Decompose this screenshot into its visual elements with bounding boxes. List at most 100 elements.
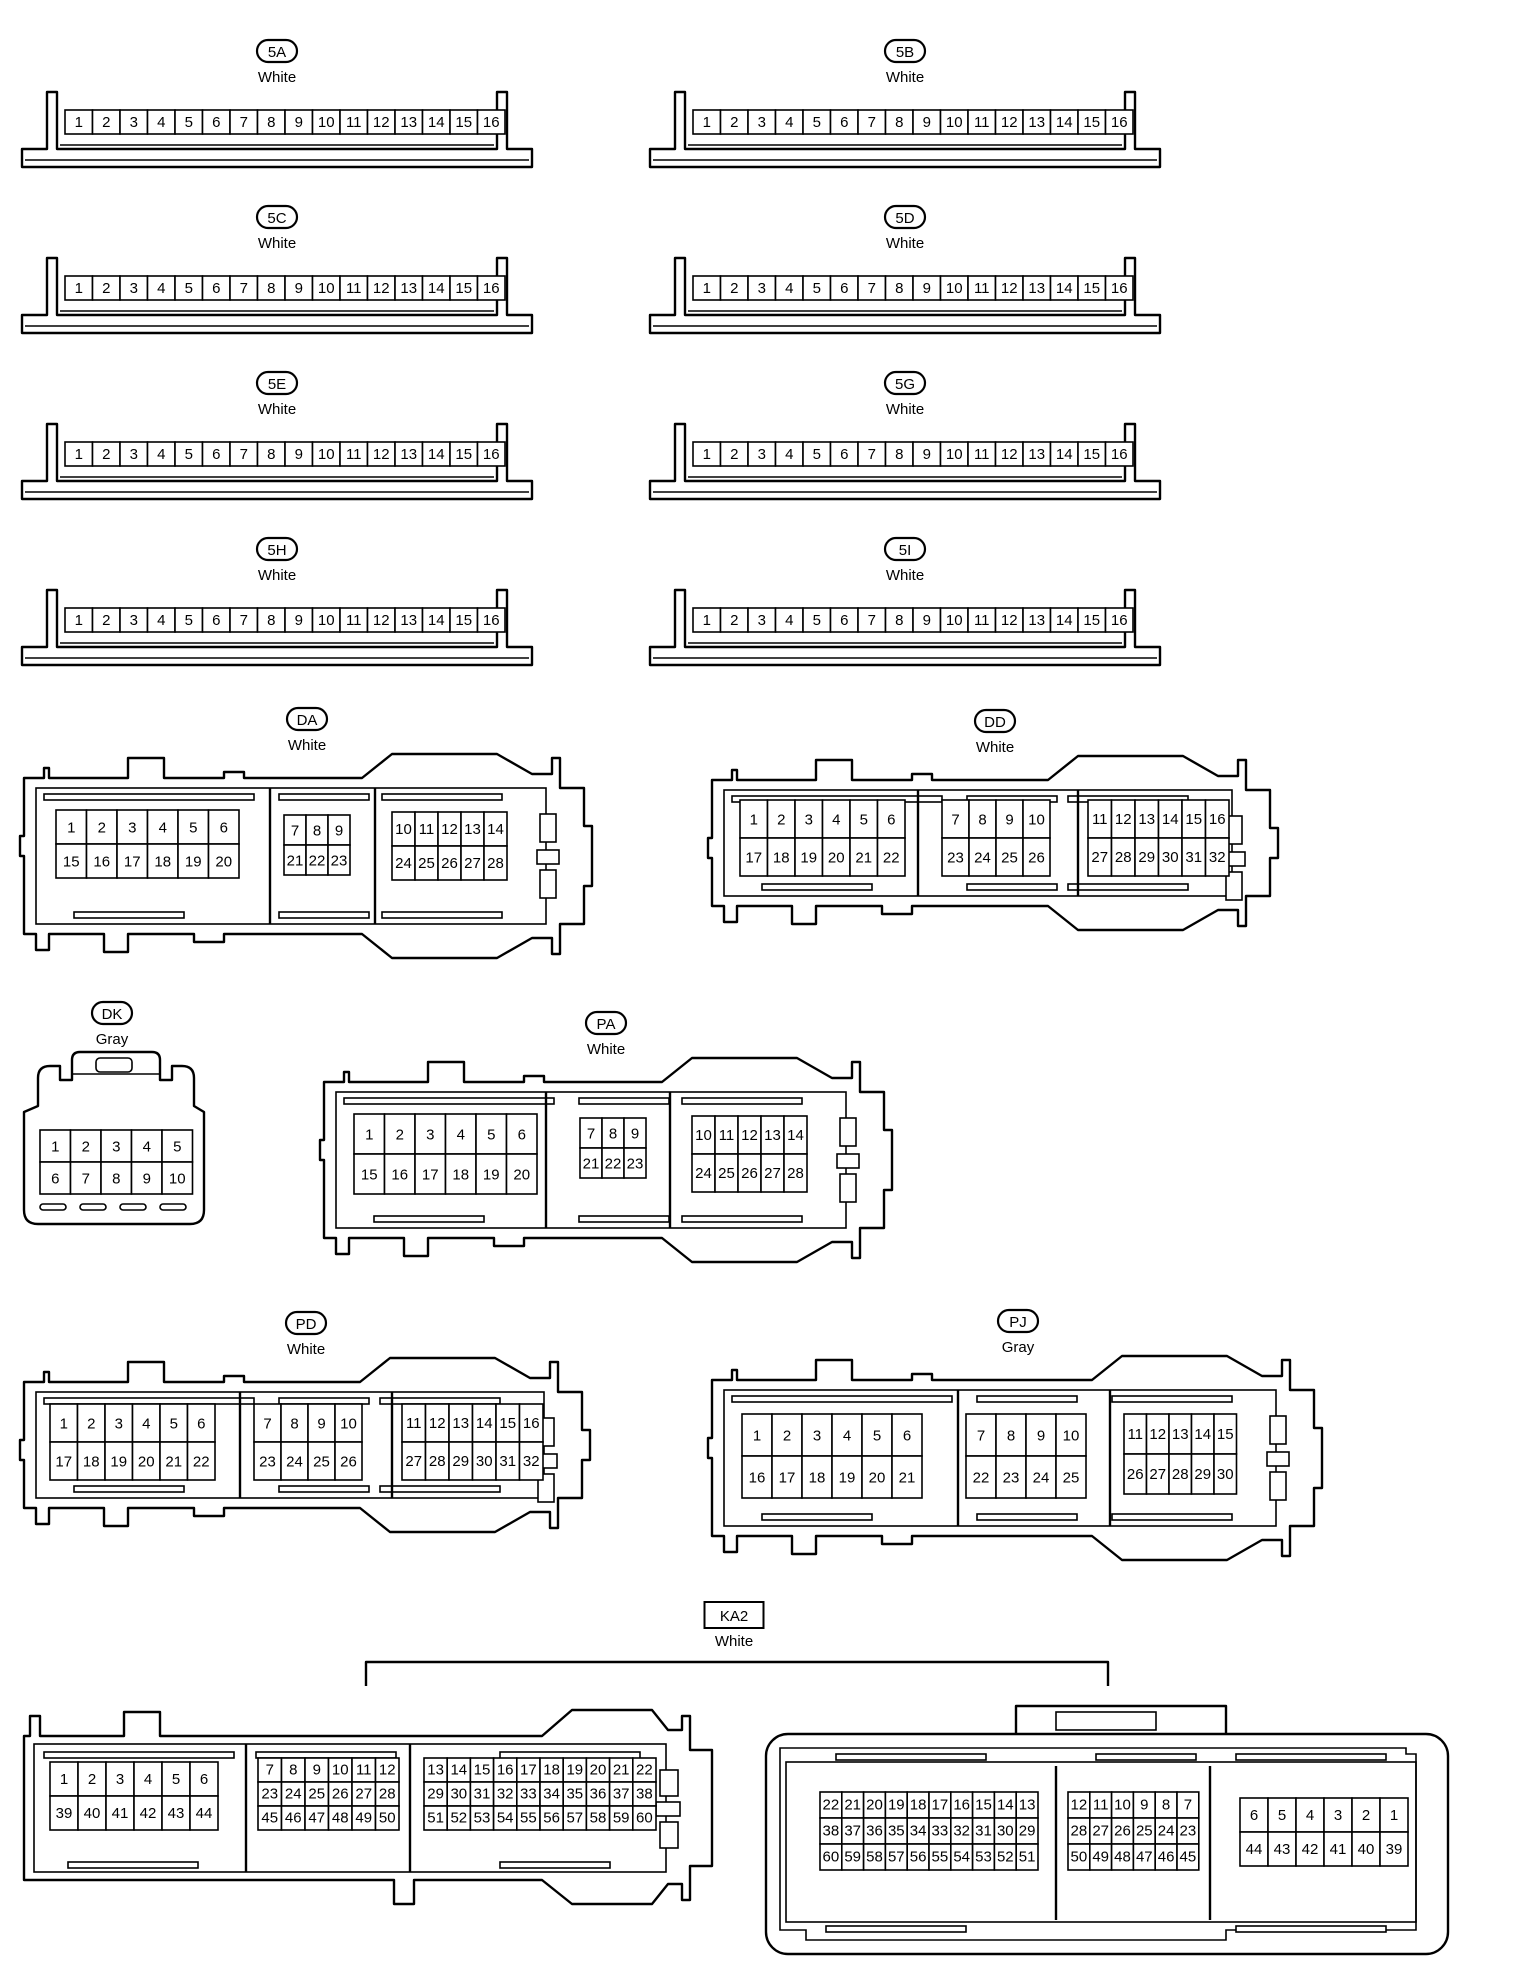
pin-number: 60 <box>823 1849 840 1866</box>
pin-number: 55 <box>932 1849 949 1866</box>
pin-number: 11 <box>346 114 362 131</box>
pin-cell <box>741 1455 773 1499</box>
pin-number: 4 <box>157 446 165 463</box>
pin-cell <box>719 441 749 467</box>
pin-number: 15 <box>975 1797 992 1814</box>
pin-cell <box>1379 1797 1409 1833</box>
pin-number: 5 <box>487 1126 495 1143</box>
pin-number: 12 <box>1149 1426 1166 1443</box>
pin-cell <box>939 109 969 135</box>
pin-cell <box>256 441 286 467</box>
connector-housing <box>706 754 1280 932</box>
pin-number: 8 <box>112 1170 120 1187</box>
pin-number: 27 <box>1149 1466 1166 1483</box>
pin-number: 7 <box>240 446 248 463</box>
pin-cell <box>891 1413 923 1457</box>
pin-number: 10 <box>318 446 335 463</box>
connector-code-box <box>703 1601 765 1629</box>
pin-cell <box>146 607 176 633</box>
pin-cell <box>994 441 1024 467</box>
pin-number: 15 <box>455 446 472 463</box>
pin-cell <box>1055 1413 1087 1457</box>
connector-housing <box>22 1050 206 1226</box>
pin-number: 8 <box>290 1415 298 1432</box>
pin-number: 32 <box>497 1786 514 1803</box>
pin-cell <box>1025 1455 1057 1499</box>
pin-number: 18 <box>83 1453 100 1470</box>
pin-number: 24 <box>395 855 412 872</box>
pin-cell <box>334 1441 363 1481</box>
pin-number: 12 <box>1001 612 1018 629</box>
pin-number: 12 <box>379 1762 396 1779</box>
pin-number: 23 <box>261 1786 278 1803</box>
pin-number: 10 <box>946 446 963 463</box>
pin-cell <box>55 809 88 845</box>
pin-number: 7 <box>868 446 876 463</box>
pin-number: 7 <box>82 1170 90 1187</box>
pin-number: 19 <box>483 1166 500 1183</box>
pin-cell <box>1104 275 1134 301</box>
pin-number: 15 <box>1217 1426 1234 1443</box>
pin-number: 13 <box>1138 811 1155 828</box>
pin-number: 11 <box>1092 811 1108 828</box>
connector-code-badge <box>883 38 927 64</box>
pin-cell <box>130 1129 163 1163</box>
pin-number: 54 <box>953 1849 970 1866</box>
pin-number: 25 <box>313 1453 330 1470</box>
pin-number: 2 <box>730 612 738 629</box>
pin-cell <box>1055 1455 1087 1499</box>
pin-number: 21 <box>287 852 304 869</box>
pin-cell <box>623 1147 647 1179</box>
pin-number: 22 <box>193 1453 210 1470</box>
pin-number: 20 <box>138 1453 155 1470</box>
pin-number: 50 <box>1071 1849 1088 1866</box>
connector-color: Gray <box>1002 1339 1035 1356</box>
pin-number: 22 <box>823 1797 840 1814</box>
pin-number: 15 <box>63 853 80 870</box>
pin-cell <box>414 1153 447 1195</box>
pin-number: 13 <box>400 446 417 463</box>
pin-cell <box>85 809 118 845</box>
pin-number: 10 <box>1114 1797 1131 1814</box>
pin-cell <box>475 1153 508 1195</box>
connector-housing-left <box>22 1708 714 1906</box>
pin-number: 16 <box>1111 280 1128 297</box>
pin-number: 9 <box>313 1762 321 1779</box>
pin-cell <box>1022 607 1052 633</box>
pin-number: 10 <box>318 612 335 629</box>
pin-number: 33 <box>932 1823 949 1840</box>
pin-cell <box>912 441 942 467</box>
pin-number: 9 <box>1037 1427 1045 1444</box>
pin-cell <box>1015 1843 1039 1871</box>
pin-number: 9 <box>295 114 303 131</box>
pin-number: 46 <box>285 1810 302 1827</box>
pin-number: 12 <box>441 821 458 838</box>
pin-number: 8 <box>267 446 275 463</box>
pin-number: 11 <box>1127 1426 1143 1443</box>
pin-cell <box>76 1441 106 1481</box>
pin-number: 5 <box>873 1427 881 1444</box>
pin-cell <box>766 799 796 839</box>
pin-cell <box>719 109 749 135</box>
pin-number: 31 <box>499 1453 516 1470</box>
pin-cell <box>284 275 314 301</box>
pin-number: 28 <box>487 855 504 872</box>
pin-number: 15 <box>361 1166 378 1183</box>
connector-color: White <box>976 739 1014 756</box>
pin-number: 45 <box>261 1810 278 1827</box>
pin-number: 16 <box>749 1469 766 1486</box>
pin-number: 30 <box>1217 1466 1234 1483</box>
pin-number: 2 <box>730 114 738 131</box>
pin-number: 9 <box>1140 1797 1148 1814</box>
pin-number: 10 <box>318 114 335 131</box>
pin-number: 17 <box>520 1762 537 1779</box>
pin-number: 7 <box>868 114 876 131</box>
pin-number: 1 <box>75 612 83 629</box>
pin-cell <box>939 275 969 301</box>
pin-number: 18 <box>773 849 790 866</box>
